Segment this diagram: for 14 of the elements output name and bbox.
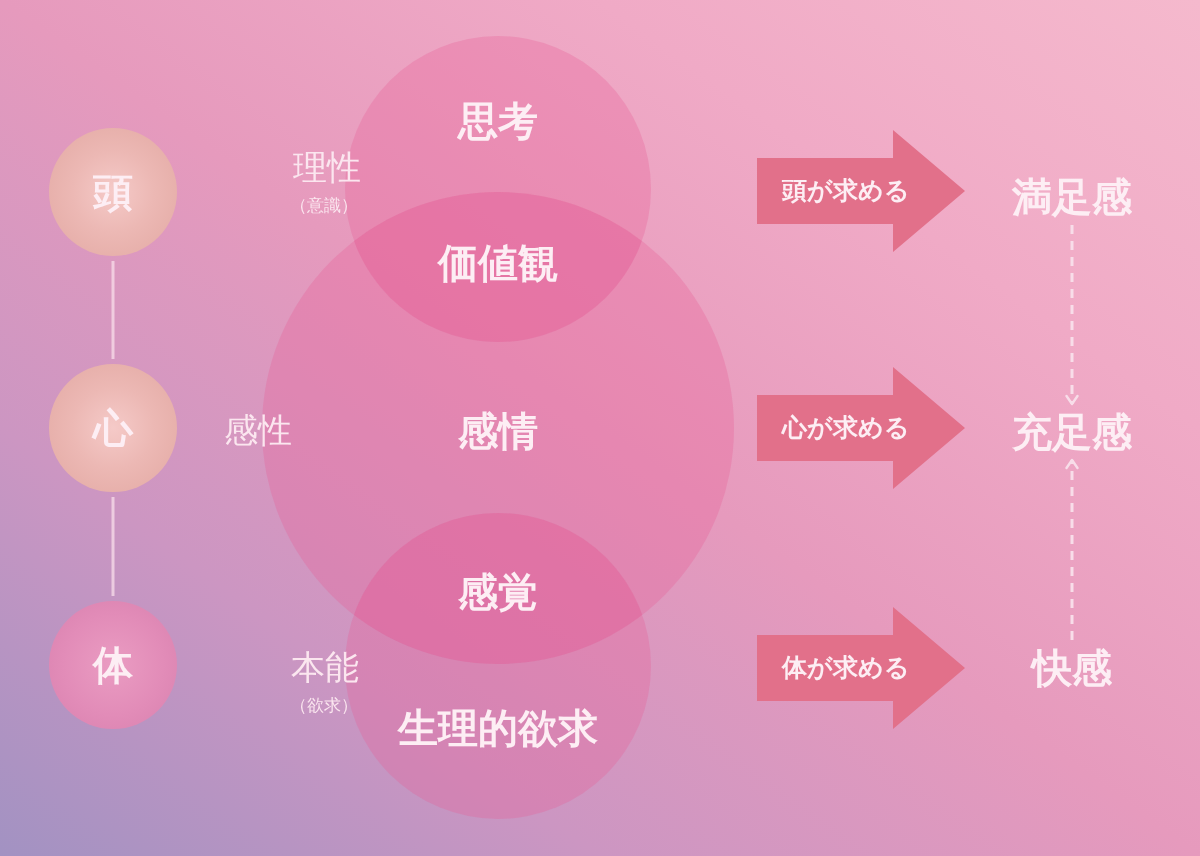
- outcome-label: 充足感: [1012, 409, 1132, 455]
- block-arrow: 体が求める: [757, 607, 965, 729]
- category-circle: 頭: [49, 128, 177, 256]
- overlap-region: 価値観: [354, 192, 642, 342]
- category-circle: 体: [49, 601, 177, 729]
- side-label: 感性: [224, 411, 292, 451]
- dashed-arrow: [1065, 458, 1079, 640]
- outcome-label: 快感: [1032, 645, 1112, 691]
- connector-line: [111, 261, 115, 359]
- block-arrow: 頭が求める: [757, 130, 965, 252]
- dashed-arrow: [1065, 225, 1079, 406]
- block-arrow: 心が求める: [757, 367, 965, 489]
- outcome-label: 満足感: [1012, 174, 1132, 220]
- connector-line: [111, 497, 115, 596]
